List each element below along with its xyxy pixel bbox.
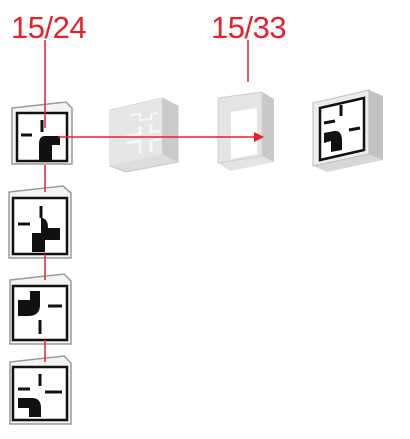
sign-variant-1-icon	[11, 101, 73, 165]
part-number-label-left: 15/24	[11, 10, 87, 45]
sign-variant-3-icon	[9, 273, 72, 345]
assembled-sign-icon	[312, 89, 383, 172]
callout-lines	[44, 40, 249, 128]
blank-insert-icon	[109, 97, 179, 173]
part-number-label-right: 15/33	[211, 10, 287, 45]
sign-holder-icon	[217, 91, 274, 171]
assembly-arrows	[44, 132, 264, 362]
sign-variant-2-icon	[8, 185, 72, 259]
sign-variant-4-icon	[9, 355, 72, 425]
